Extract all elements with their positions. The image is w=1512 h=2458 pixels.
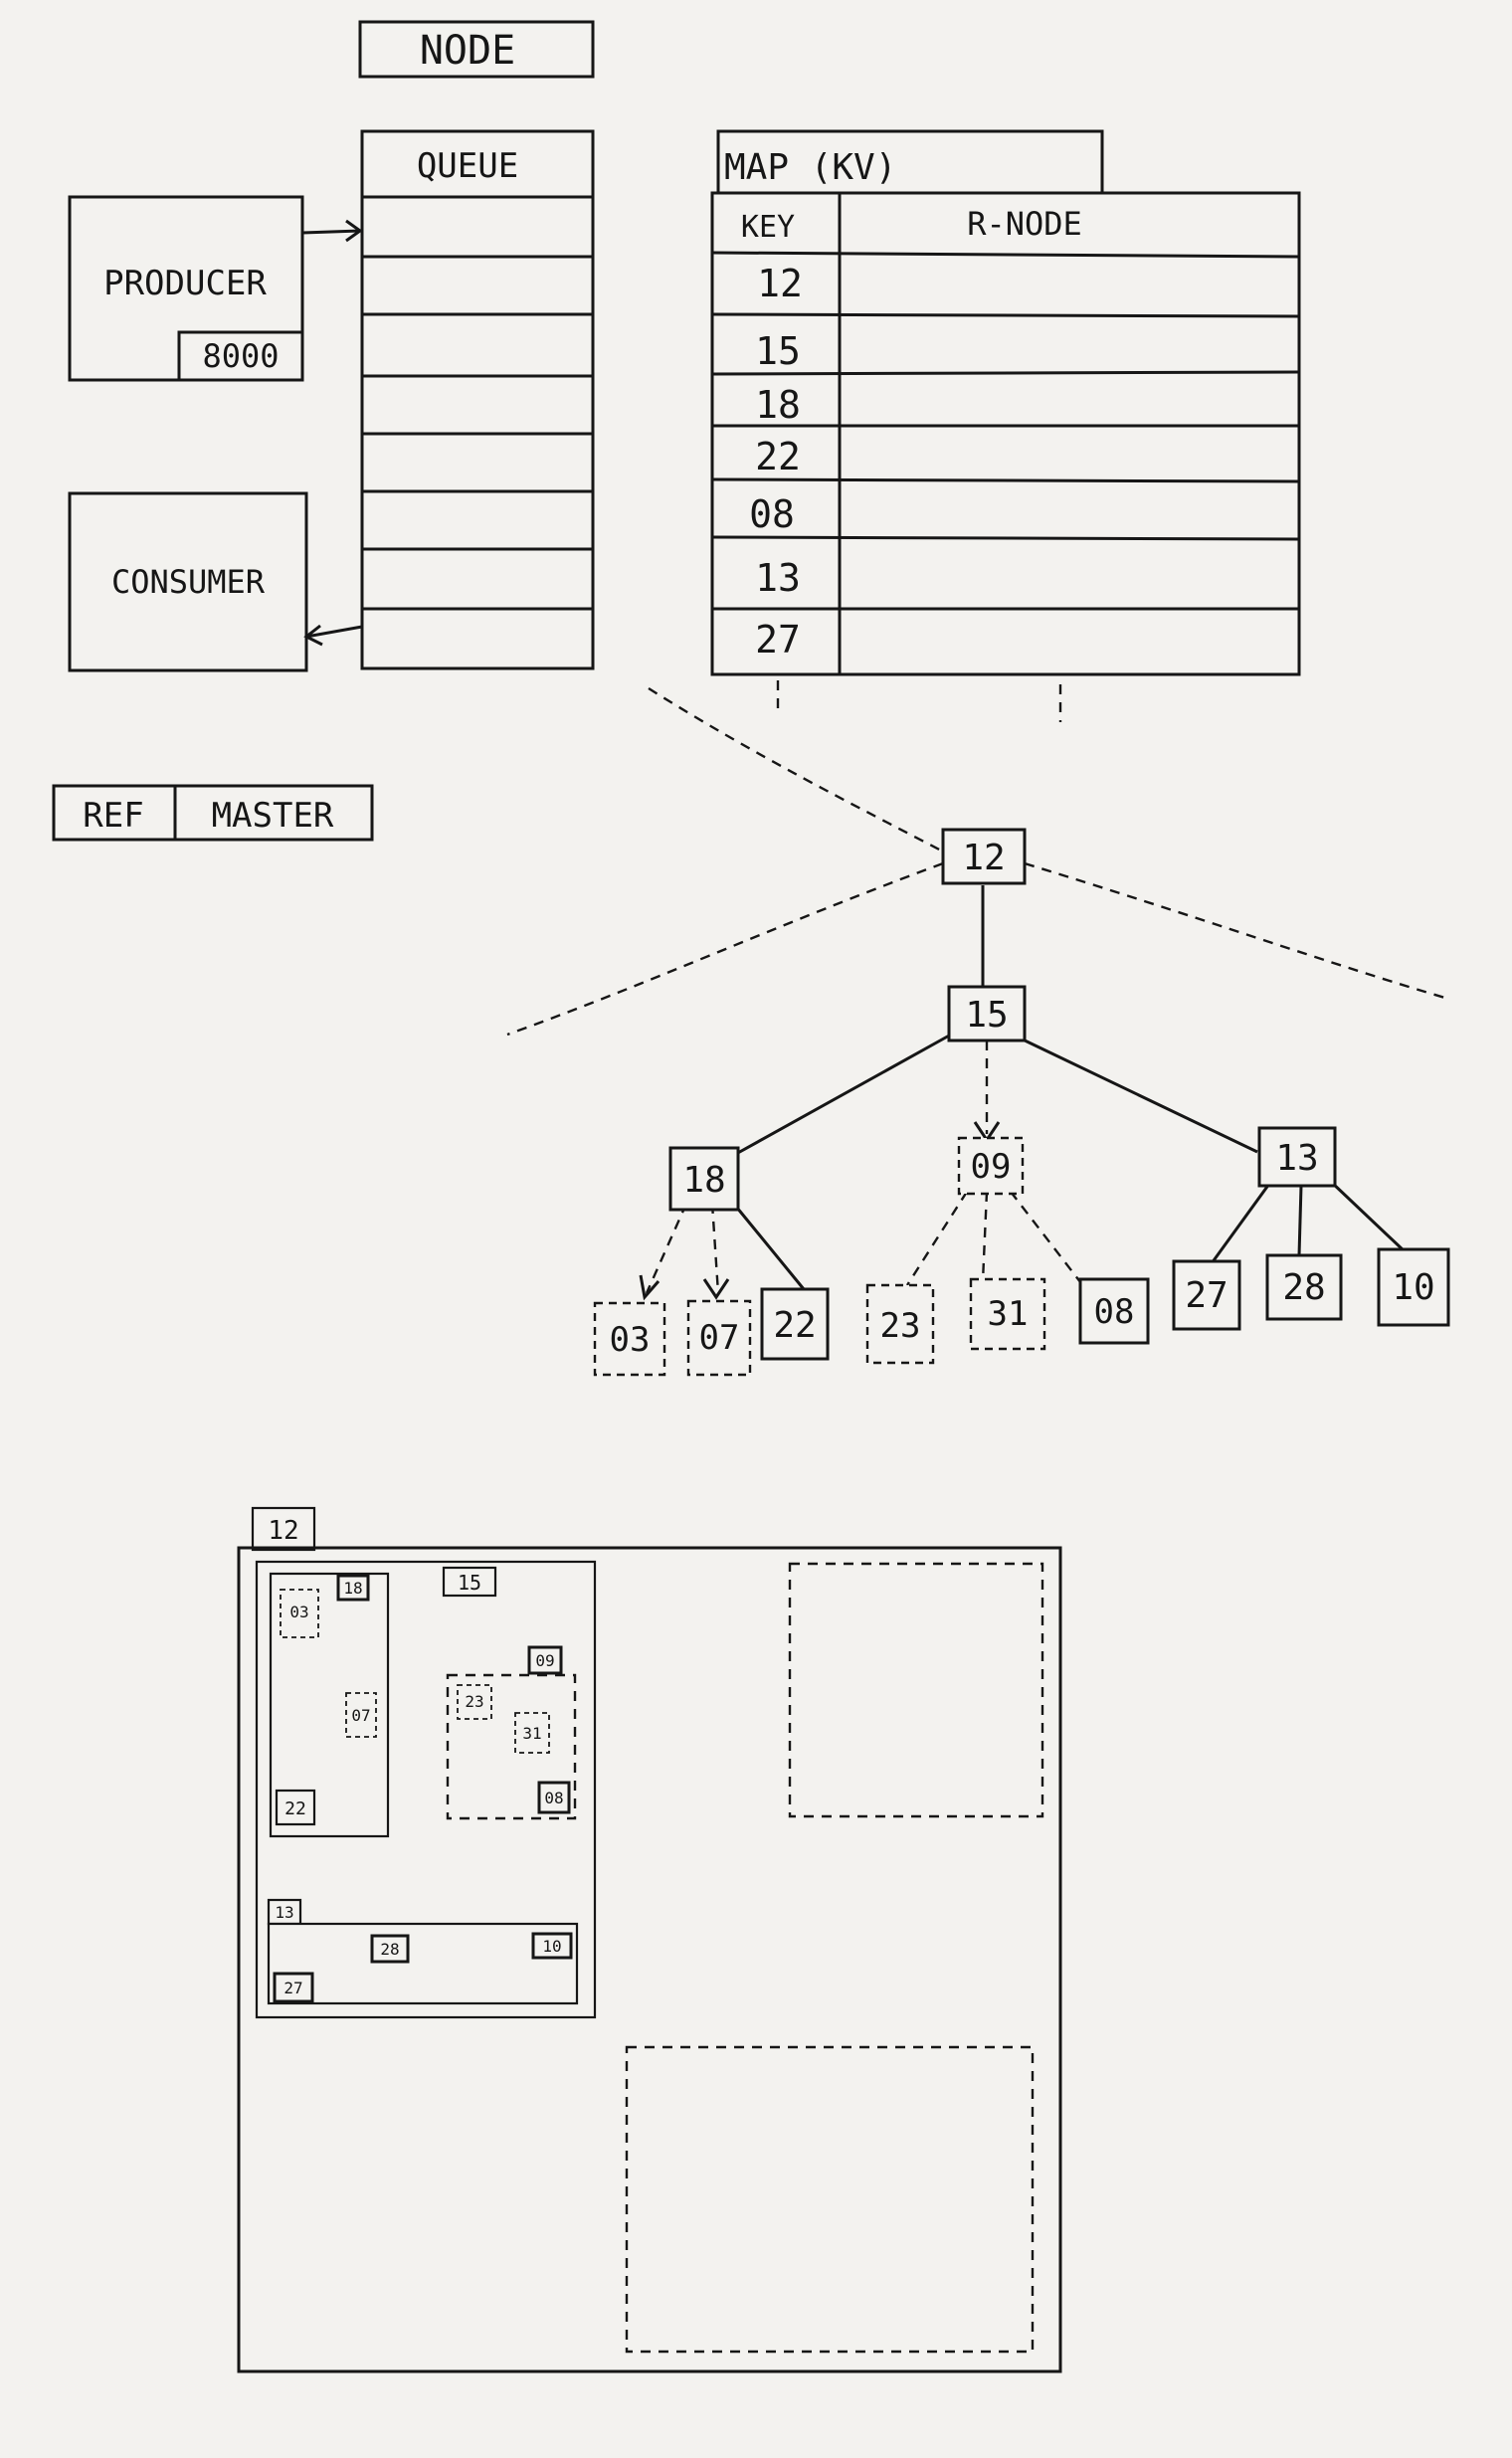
tree-leaf: 23 bbox=[880, 1306, 921, 1346]
nested-item: 07 bbox=[351, 1706, 370, 1725]
nested-item: 23 bbox=[465, 1692, 483, 1711]
nested-item: 08 bbox=[544, 1789, 563, 1807]
outer-tab-label: 12 bbox=[268, 1516, 298, 1546]
map-col-rnode: R-NODE bbox=[967, 205, 1082, 243]
tree-node: 18 bbox=[682, 1160, 725, 1201]
tree-leaf: 10 bbox=[1392, 1267, 1434, 1308]
group-18-label: 18 bbox=[343, 1579, 362, 1598]
map-key-cell: 12 bbox=[757, 262, 803, 305]
tree-leaf: 07 bbox=[699, 1318, 740, 1358]
map-key-cell: 27 bbox=[755, 618, 801, 662]
queue-to-consumer-arrow bbox=[303, 624, 363, 647]
queue-title: QUEUE bbox=[417, 146, 518, 186]
nested-containers: 12 15 18 03 07 22 09 23 31 08 13 28 10 bbox=[237, 1506, 1062, 2373]
group-13 bbox=[267, 1922, 579, 2005]
map-title: MAP (KV) bbox=[724, 147, 896, 188]
queue-table: QUEUE bbox=[360, 129, 595, 670]
tree-node-root: 12 bbox=[962, 838, 1005, 878]
map-key-cell: 08 bbox=[749, 492, 795, 536]
empty-placeholder bbox=[625, 2045, 1035, 2354]
consumer-label: CONSUMER bbox=[111, 563, 266, 601]
outer-container bbox=[237, 1546, 1062, 2373]
tree-diagram: 12 15 18 09 13 03 07 22 23 31 08 27 28 1… bbox=[506, 686, 1450, 1377]
producer-port: 8000 bbox=[202, 337, 279, 375]
ref-value: MASTER bbox=[212, 796, 334, 836]
group-09 bbox=[446, 1673, 577, 1820]
map-key-cell: 22 bbox=[755, 435, 801, 478]
ref-label: REF bbox=[83, 796, 143, 836]
tree-leaf: 27 bbox=[1185, 1275, 1228, 1316]
tree-node: 09 bbox=[971, 1147, 1012, 1187]
producer-label: PRODUCER bbox=[103, 264, 267, 303]
group-09-label: 09 bbox=[535, 1651, 554, 1670]
inner-tab-label: 15 bbox=[458, 1571, 481, 1595]
tree-leaf: 31 bbox=[988, 1294, 1029, 1334]
producer-box: PRODUCER 8000 bbox=[68, 195, 304, 382]
tree-boundary-left-top bbox=[648, 686, 944, 853]
node-title-box: NODE bbox=[358, 20, 595, 79]
empty-placeholder bbox=[788, 1562, 1044, 1818]
nested-item: 22 bbox=[284, 1798, 306, 1819]
map-key-cell: 15 bbox=[755, 329, 801, 373]
nested-item: 28 bbox=[380, 1940, 399, 1959]
nested-item: 10 bbox=[542, 1937, 561, 1956]
map-key-cell: 18 bbox=[755, 383, 801, 427]
map-key-cell: 13 bbox=[755, 556, 801, 600]
group-13-label: 13 bbox=[275, 1903, 293, 1922]
map-table: MAP (KV) KEY R-NODE 12 15 18 22 08 13 27 bbox=[710, 129, 1301, 722]
tree-leaf: 08 bbox=[1094, 1292, 1135, 1332]
tree-boundary-left bbox=[506, 861, 944, 1037]
tree-node: 15 bbox=[965, 995, 1008, 1036]
node-title: NODE bbox=[420, 28, 515, 74]
ref-master-box: REF MASTER bbox=[52, 784, 374, 842]
tree-leaf: 28 bbox=[1282, 1267, 1325, 1308]
nested-item: 31 bbox=[522, 1724, 541, 1743]
nested-item: 27 bbox=[284, 1979, 302, 1997]
tree-leaf: 03 bbox=[610, 1320, 651, 1360]
tree-node: 13 bbox=[1275, 1138, 1318, 1179]
tree-leaf: 22 bbox=[773, 1305, 816, 1346]
producer-to-queue-arrow bbox=[301, 219, 363, 243]
nested-item: 03 bbox=[289, 1603, 308, 1621]
consumer-box: CONSUMER bbox=[68, 491, 308, 672]
map-col-key: KEY bbox=[741, 210, 795, 245]
tree-boundary-right bbox=[1024, 861, 1449, 1001]
